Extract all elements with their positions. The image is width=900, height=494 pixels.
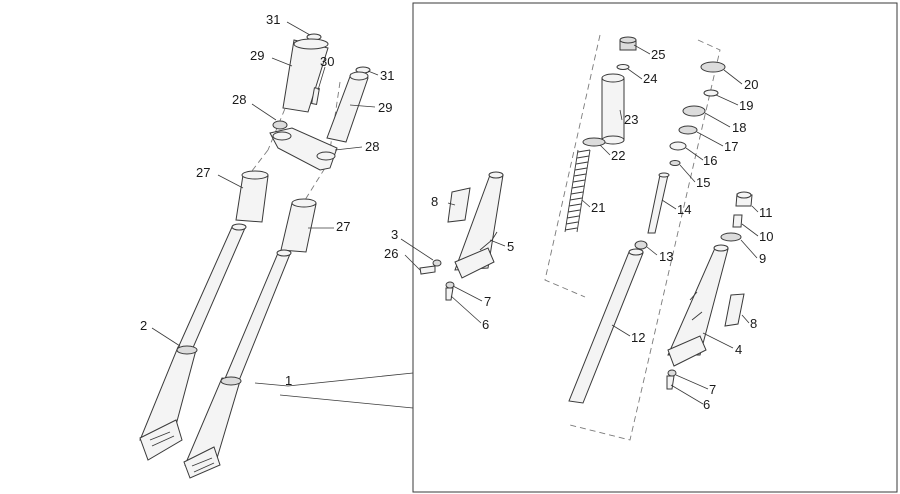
- callout-25: 25: [651, 47, 665, 62]
- washer-18: [682, 105, 706, 117]
- upper-cover-left: [282, 39, 329, 113]
- callout-8: 8: [431, 194, 438, 209]
- ring-19: [703, 89, 719, 97]
- cap-20: [700, 61, 726, 73]
- fork-tube-left: [177, 226, 246, 351]
- callout-28: 28: [365, 139, 379, 154]
- sleeve-right: [280, 202, 317, 253]
- axle-foot-right: [183, 446, 221, 479]
- callout-19: 19: [739, 98, 753, 113]
- callout-21: 21: [591, 200, 605, 215]
- callout-7: 7: [484, 294, 491, 309]
- callout-2: 2: [140, 318, 147, 333]
- oring-24: [616, 64, 630, 70]
- callout-22: 22: [611, 148, 625, 163]
- detail-parts: [419, 34, 753, 441]
- callout-31: 31: [266, 12, 280, 27]
- callout-7: 7: [709, 382, 716, 397]
- leader-lines: [151, 21, 759, 405]
- callout-27: 27: [336, 219, 350, 234]
- callout-20: 20: [744, 77, 758, 92]
- detail-frame: [412, 2, 898, 493]
- washer-17: [678, 125, 698, 135]
- cap-9: [720, 232, 742, 242]
- damper-rod-14: [647, 174, 669, 234]
- callout-11: 11: [759, 205, 773, 220]
- callout-1-leader: [254, 372, 414, 409]
- axle-foot-left: [139, 419, 183, 461]
- bolt-6b: [666, 375, 675, 390]
- callout-9: 9: [759, 251, 766, 266]
- callout-13: 13: [659, 249, 673, 264]
- washer-7a: [445, 281, 455, 289]
- callout-17: 17: [724, 139, 738, 154]
- sleeve-left: [235, 174, 269, 223]
- callout-3: 3: [391, 227, 398, 242]
- callout-24: 24: [643, 71, 657, 86]
- callout-26: 26: [384, 246, 398, 261]
- callout-28: 28: [232, 92, 246, 107]
- bump-13: [634, 240, 648, 250]
- bolt-6a: [445, 287, 454, 301]
- ring-16: [669, 141, 687, 151]
- washer-7b: [667, 369, 677, 377]
- callout-labels: 31 29 30 31 28 29 28 27 27 2 1 8 3 26 5 …: [140, 12, 773, 412]
- plug-10: [732, 214, 743, 228]
- washer-22: [582, 137, 606, 147]
- callout-27: 27: [196, 165, 210, 180]
- callout-15: 15: [696, 175, 710, 190]
- callout-29: 29: [250, 48, 264, 63]
- callout-10: 10: [759, 229, 773, 244]
- spacer-23: [601, 77, 625, 141]
- fork-assembly: [139, 33, 371, 479]
- ring-15: [669, 160, 681, 166]
- callout-5: 5: [507, 239, 514, 254]
- callout-8: 8: [750, 316, 757, 331]
- ring-left: [272, 120, 288, 130]
- ball-3: [432, 259, 442, 267]
- bolt-30: [311, 87, 320, 105]
- callout-18: 18: [732, 120, 746, 135]
- callout-14: 14: [677, 202, 691, 217]
- pad-8a: [447, 187, 471, 223]
- callout-4: 4: [735, 342, 742, 357]
- callout-31: 31: [380, 68, 394, 83]
- callout-1: 1: [285, 373, 292, 388]
- callout-30: 30: [320, 54, 334, 69]
- callout-16: 16: [703, 153, 717, 168]
- fork-tube-right: [223, 252, 291, 384]
- spring-21: [564, 149, 591, 233]
- callout-6: 6: [703, 397, 710, 412]
- callout-29: 29: [378, 100, 392, 115]
- pad-8b: [724, 293, 745, 327]
- callout-6: 6: [482, 317, 489, 332]
- screw-26: [419, 265, 436, 275]
- callout-23: 23: [624, 112, 638, 127]
- callout-12: 12: [631, 330, 645, 345]
- upper-cover-right: [326, 73, 369, 143]
- inner-tube-12: [568, 251, 644, 404]
